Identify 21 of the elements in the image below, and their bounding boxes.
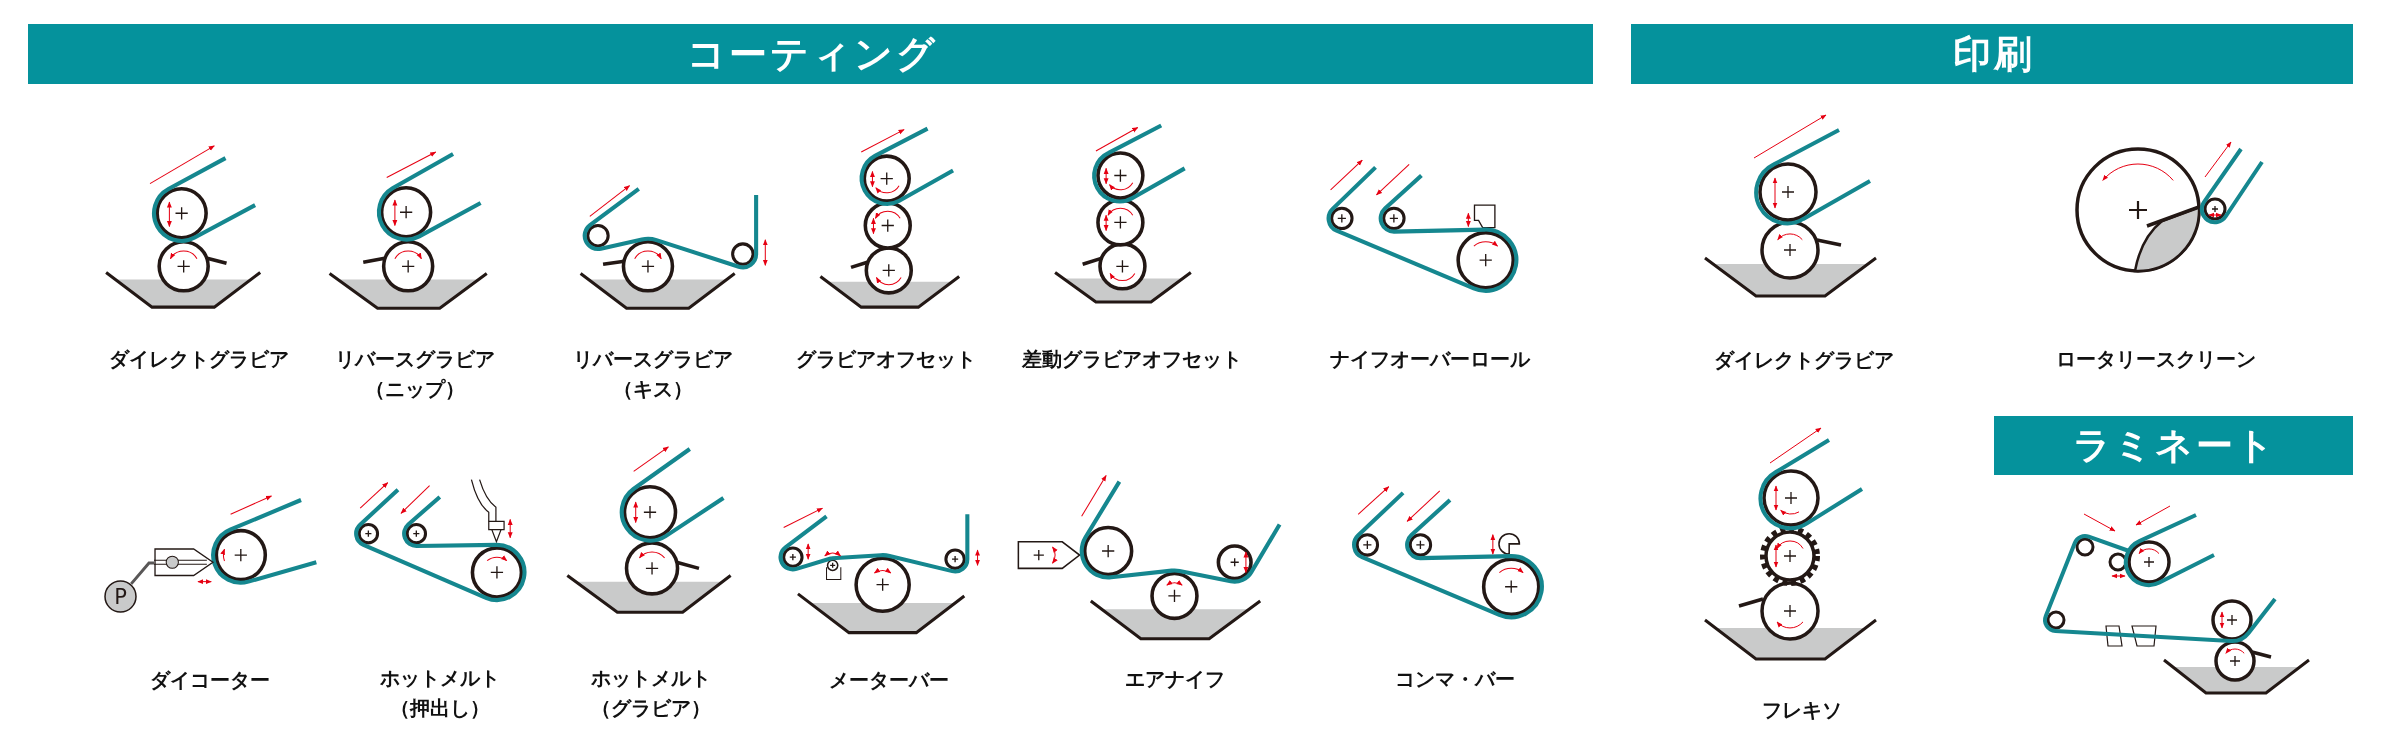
- section-header: 印刷: [1631, 24, 2353, 84]
- coating-die: [154, 548, 215, 577]
- caption: ホットメルト（グラビア）: [591, 665, 711, 722]
- pump-circle: P: [104, 580, 137, 613]
- caption: ダイレクトグラビア: [1714, 347, 1894, 374]
- caption: リバースグラビア（キス）: [573, 346, 733, 403]
- pipe-line: [130, 561, 155, 585]
- caption: 差動グラビアオフセット: [1022, 346, 1242, 373]
- caption: ロータリースクリーン: [2056, 346, 2256, 373]
- caption: エアナイフ: [1125, 666, 1225, 693]
- caption: グラビアオフセット: [796, 346, 976, 373]
- caption: ダイレクトグラビア: [109, 346, 289, 373]
- caption: フレキソ: [1762, 697, 1842, 724]
- caption: ホットメルト（押出し）: [380, 665, 500, 722]
- section-header: ラミネート: [1994, 416, 2353, 475]
- caption: ナイフオーバーロール: [1330, 346, 1530, 373]
- caption: メーターバー: [829, 667, 949, 694]
- section-header: コーティング: [28, 24, 1593, 84]
- caption: ダイコーター: [150, 667, 270, 694]
- caption: リバースグラビア（ニップ）: [335, 346, 495, 403]
- caption: コンマ・バー: [1395, 666, 1515, 693]
